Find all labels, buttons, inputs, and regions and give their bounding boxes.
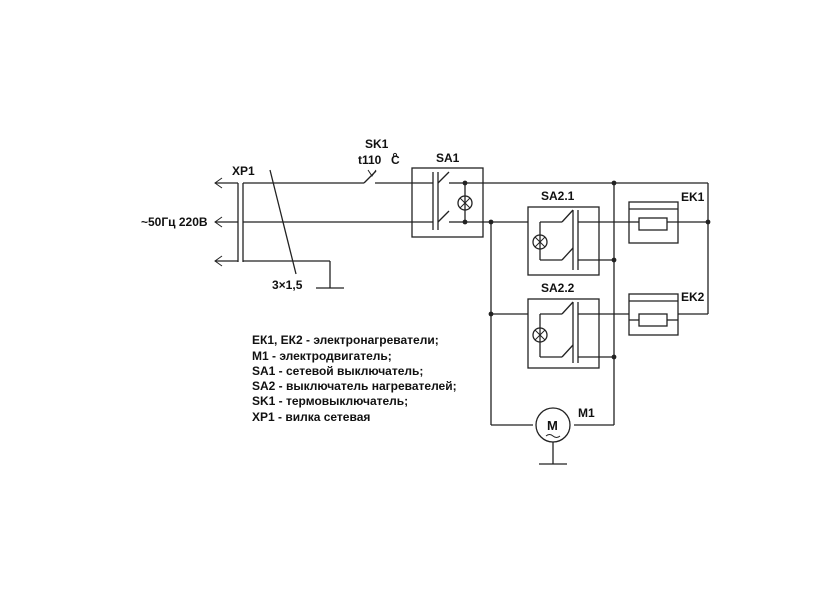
switch-sa1 [411,167,708,238]
legend: ЕК1, ЕК2 - электронагреватели; М1 - элек… [252,333,457,424]
plug-xp1 [214,177,244,267]
motor-m1 [535,407,571,465]
legend-line: SK1 - термовыключатель; [252,394,408,408]
heater-ek1 [628,201,711,244]
legend-line: М1 - электродвигатель; [252,349,392,363]
label-ek1: EK1 [681,190,705,204]
label-sa1: SA1 [436,151,460,165]
label-sa2-2: SA2.2 [541,281,575,295]
supply-wires [243,169,412,289]
label-xp1: XP1 [232,164,255,178]
bus-lines [488,180,709,426]
switch-sa2-2 [527,298,629,369]
label-ek2: EK2 [681,290,705,304]
legend-line: SA1 - сетевой выключатель; [252,364,423,378]
motor-symbol: M [547,418,558,433]
label-sa2-1: SA2.1 [541,189,575,203]
switch-sa2-1 [527,206,629,276]
legend-line: SA2 - выключатель нагревателей; [252,379,457,393]
label-sk1: SK1 [365,137,389,151]
legend-line: ЕК1, ЕК2 - электронагреватели; [252,333,439,347]
thermal-switch-sk1 [363,152,412,184]
label-cable: 3×1,5 [272,278,303,292]
label-m1: M1 [578,406,595,420]
label-sk1-temp: t110 [358,153,382,167]
heater-ek2 [628,293,708,336]
legend-line: XP1 - вилка сетевая [252,410,370,424]
label-supply: ~50Гц 220В [141,215,208,229]
label-sk1-unit: C [391,153,400,167]
